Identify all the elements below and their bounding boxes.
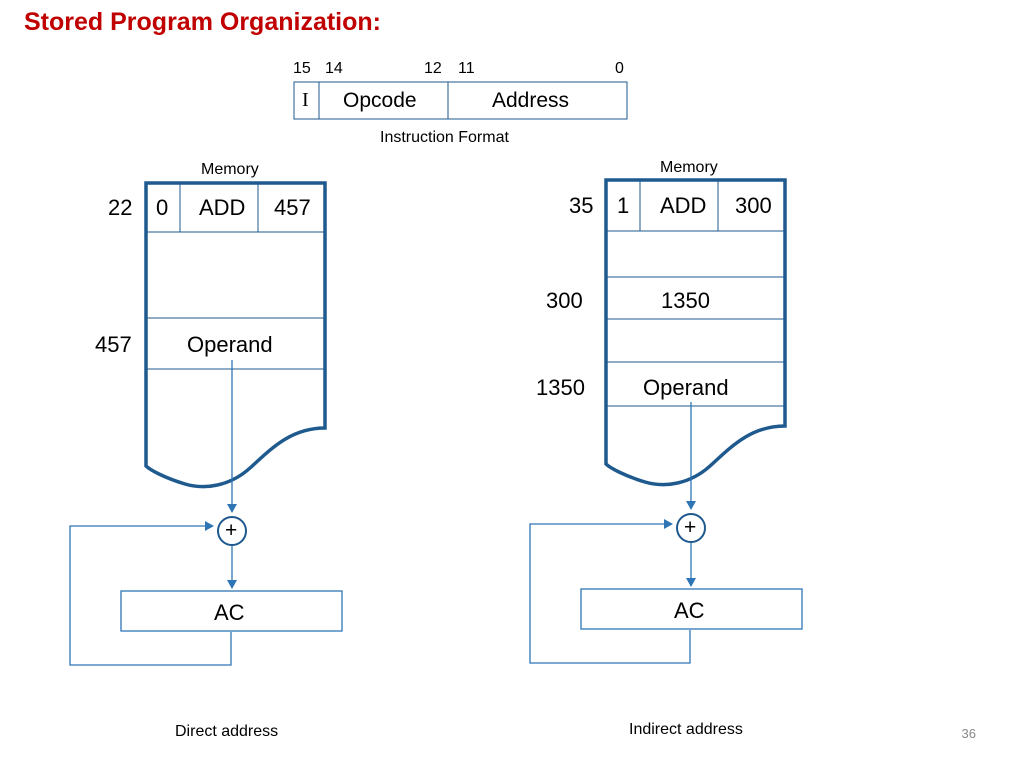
opcode-field: Opcode	[343, 89, 417, 112]
direct-accumulator: AC	[214, 600, 245, 625]
bit-label-14: 14	[325, 60, 343, 77]
indirect-instr-opcode: ADD	[660, 193, 707, 218]
indirect-operand-address: 1350	[536, 375, 585, 400]
indirect-instr-address-field: 300	[735, 193, 772, 218]
instruction-format-box	[293, 81, 628, 120]
direct-memory-label: Memory	[201, 161, 259, 178]
direct-operand-label: Operand	[187, 332, 273, 357]
indirect-accumulator: AC	[674, 598, 705, 623]
direct-instr-address-field: 457	[274, 195, 311, 220]
direct-flow	[69, 360, 343, 666]
indirect-flow	[529, 402, 803, 664]
direct-operand-address: 457	[95, 332, 132, 357]
direct-instr-i-bit: 0	[156, 195, 169, 220]
indirect-bit-field: I	[302, 89, 309, 111]
indirect-instr-i-bit: 1	[617, 193, 630, 218]
indirect-pointer-value: 1350	[661, 288, 710, 313]
direct-instr-address: 22	[108, 195, 133, 220]
direct-adder: +	[225, 519, 238, 542]
bit-label-0: 0	[615, 60, 624, 77]
direct-memory-block	[144, 181, 327, 489]
direct-address-caption: Direct address	[175, 723, 279, 740]
address-field: Address	[492, 89, 570, 112]
instruction-format-caption: Instruction Format	[380, 129, 509, 146]
bit-label-12: 12	[424, 60, 442, 77]
slide-title: Stored Program Organization:	[24, 8, 381, 36]
direct-instr-opcode: ADD	[199, 195, 246, 220]
indirect-instr-address: 35	[569, 193, 594, 218]
indirect-address-caption: Indirect address	[629, 721, 743, 738]
indirect-memory-label: Memory	[660, 159, 718, 176]
bit-label-15: 15	[293, 60, 311, 77]
indirect-adder: +	[684, 516, 697, 539]
indirect-pointer-address: 300	[546, 288, 583, 313]
bit-label-11: 11	[458, 60, 475, 77]
indirect-memory-block	[604, 178, 787, 487]
slide-number: 36	[961, 726, 976, 741]
indirect-operand-label: Operand	[643, 375, 729, 400]
